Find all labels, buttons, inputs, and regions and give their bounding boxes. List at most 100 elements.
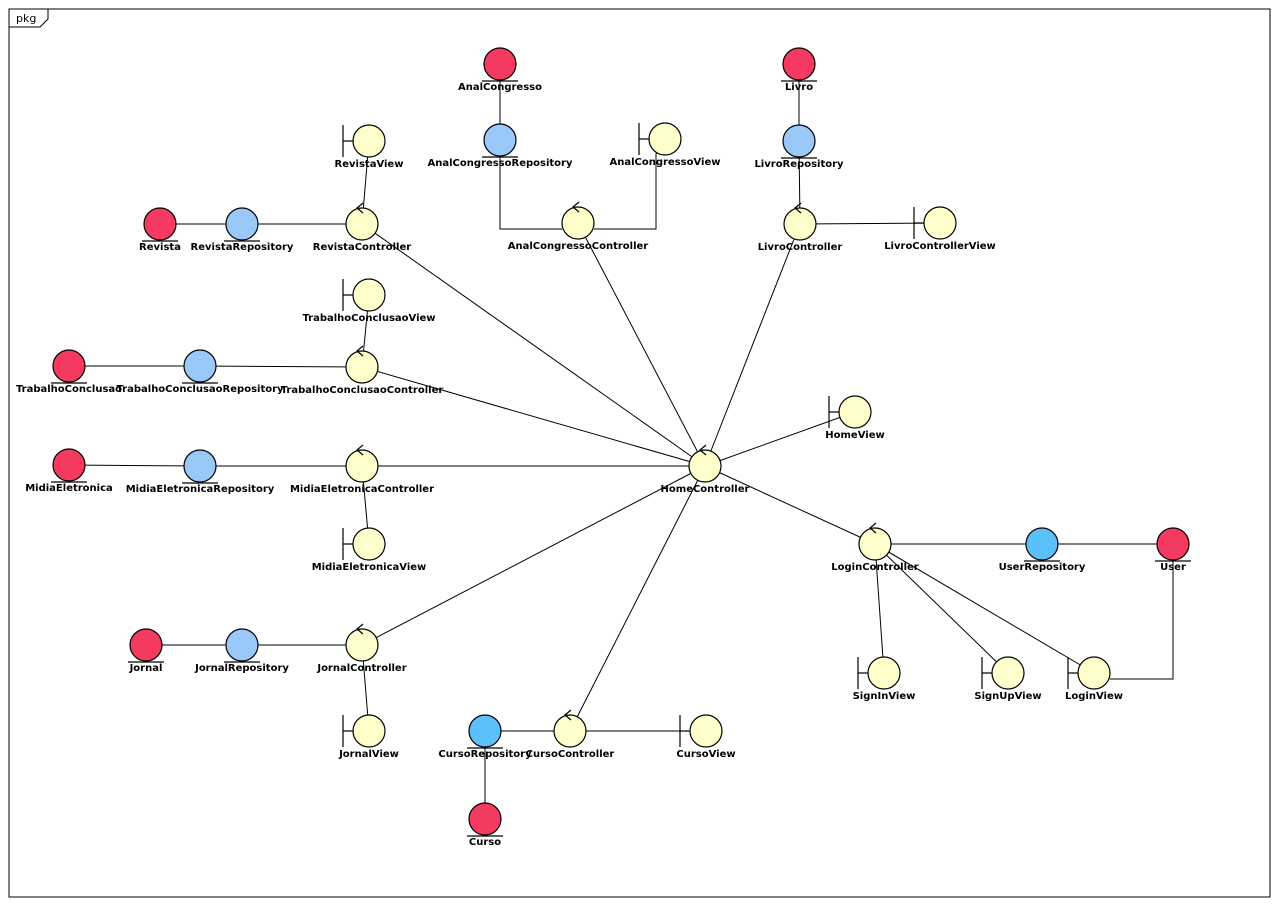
node-AnalCongressoView[interactable]: AnalCongressoView (609, 122, 721, 168)
control-icon (561, 206, 595, 240)
node-label: MidiaEletronicaController (290, 484, 434, 495)
node-label: RevistaView (335, 159, 404, 170)
control-arrow (356, 444, 364, 456)
node-MidiaEletronica[interactable]: MidiaEletronica (25, 448, 113, 494)
node-SignInView[interactable]: SignInView (853, 656, 916, 702)
node-RevistaController[interactable]: RevistaController (313, 202, 411, 253)
node-TrabalhoConclusaoRepository[interactable]: TrabalhoConclusaoRepository (116, 349, 284, 395)
boundary-icon (838, 395, 872, 429)
node-AnalCongressoController[interactable]: AnalCongressoController (508, 201, 649, 252)
entity-icon (143, 207, 177, 241)
control-icon (345, 207, 379, 241)
node-label: MidiaEletronica (25, 483, 113, 494)
node-label: User (1160, 562, 1186, 573)
entity-icon (129, 628, 163, 662)
node-label: TrabalhoConclusaoController (281, 385, 444, 396)
node-label: UserRepository (999, 562, 1086, 573)
boundary-icon (352, 527, 386, 561)
node-label: HomeView (825, 430, 884, 441)
repository-icon (225, 628, 259, 662)
edge-MidiaEletronica-MidiaEletronicaRepository (68, 464, 201, 467)
node-HomeController[interactable]: HomeController (661, 444, 750, 495)
node-MidiaEletronicaController[interactable]: MidiaEletronicaController (290, 444, 434, 495)
edge-TrabalhoConclusaoRepository-TrabalhoConclusaoController (199, 365, 363, 368)
repository-icon (225, 207, 259, 241)
package-frame-label: pkg (16, 12, 36, 25)
boundary-icon (867, 656, 901, 690)
node-label: JornalController (316, 663, 406, 674)
node-HomeView[interactable]: HomeView (825, 395, 885, 441)
edge-RevistaController-HomeController (361, 223, 706, 467)
entity-icon (52, 349, 86, 383)
entity-icon (52, 448, 86, 482)
control-arrow (356, 202, 364, 214)
node-SignUpView[interactable]: SignUpView (974, 656, 1042, 702)
boundary-icon (689, 714, 723, 748)
node-Curso[interactable]: Curso (467, 802, 503, 848)
node-LivroController[interactable]: LivroController (758, 202, 843, 253)
node-label: LoginController (831, 562, 918, 573)
node-MidiaEletronicaView[interactable]: MidiaEletronicaView (312, 527, 427, 573)
boundary-icon (352, 714, 386, 748)
node-CursoRepository[interactable]: CursoRepository (438, 714, 532, 760)
control-icon (553, 714, 587, 748)
control-arrow (794, 202, 802, 214)
node-Livro[interactable]: Livro (781, 47, 817, 93)
edge-AnalCongressoRepository-AnalCongressoController (499, 140, 562, 230)
node-LoginController[interactable]: LoginController (831, 522, 919, 573)
entity-icon (468, 802, 502, 836)
node-JornalController[interactable]: JornalController (316, 623, 407, 674)
edge-User-LoginView (1110, 544, 1174, 680)
node-label: SignInView (853, 691, 916, 702)
node-User[interactable]: User (1155, 527, 1191, 573)
node-RevistaRepository[interactable]: RevistaRepository (191, 207, 294, 253)
node-label: Jornal (129, 663, 163, 674)
node-UserRepository[interactable]: UserRepository (999, 527, 1086, 573)
boundary-icon (648, 122, 682, 156)
node-AnalCongresso[interactable]: AnalCongresso (458, 47, 542, 93)
node-Jornal[interactable]: Jornal (128, 628, 164, 674)
control-arrow (564, 709, 572, 721)
node-label: LivroControllerView (884, 241, 996, 252)
edge-AnalCongressoView-AnalCongressoController (594, 138, 666, 230)
diagram-edges (68, 64, 1174, 819)
edge-LivroController-HomeController (704, 223, 801, 467)
node-label: JornalRepository (194, 663, 289, 674)
node-label: Curso (469, 837, 501, 848)
node-TrabalhoConclusaoController[interactable]: TrabalhoConclusaoController (281, 345, 444, 396)
edge-AnalCongressoController-HomeController (577, 222, 706, 467)
node-CursoController[interactable]: CursoController (526, 709, 615, 760)
edge-TrabalhoConclusaoController-HomeController (361, 366, 706, 467)
entity-icon (782, 47, 816, 81)
node-TrabalhoConclusaoView[interactable]: TrabalhoConclusaoView (302, 278, 436, 324)
node-LivroControllerView[interactable]: LivroControllerView (884, 206, 996, 252)
node-Revista[interactable]: Revista (139, 207, 181, 253)
node-JornalRepository[interactable]: JornalRepository (194, 628, 289, 674)
node-JornalView[interactable]: JornalView (338, 714, 399, 760)
node-AnalCongressoRepository[interactable]: AnalCongressoRepository (428, 123, 573, 169)
control-icon (345, 628, 379, 662)
control-icon (345, 449, 379, 483)
control-icon (858, 527, 892, 561)
node-label: LoginView (1065, 691, 1123, 702)
node-LivroRepository[interactable]: LivroRepository (754, 124, 844, 170)
edge-LoginController-LoginView (874, 543, 1095, 674)
node-label: CursoController (526, 749, 615, 760)
node-label: AnalCongressoRepository (428, 158, 573, 169)
repository-icon (468, 714, 502, 748)
node-label: TrabalhoConclusao (16, 384, 122, 395)
node-LoginView[interactable]: LoginView (1065, 656, 1123, 702)
node-label: AnalCongressoController (508, 241, 649, 252)
node-label: JornalView (338, 749, 399, 760)
node-RevistaView[interactable]: RevistaView (335, 124, 404, 170)
node-CursoView[interactable]: CursoView (676, 714, 736, 760)
control-arrow (699, 444, 707, 456)
boundary-icon (923, 206, 957, 240)
boundary-icon (991, 656, 1025, 690)
edge-LoginController-SignInView (874, 543, 885, 674)
node-label: LivroRepository (754, 159, 844, 170)
node-TrabalhoConclusao[interactable]: TrabalhoConclusao (16, 349, 122, 395)
node-MidiaEletronicaRepository[interactable]: MidiaEletronicaRepository (126, 449, 275, 495)
package-frame: pkg (8, 8, 1271, 898)
